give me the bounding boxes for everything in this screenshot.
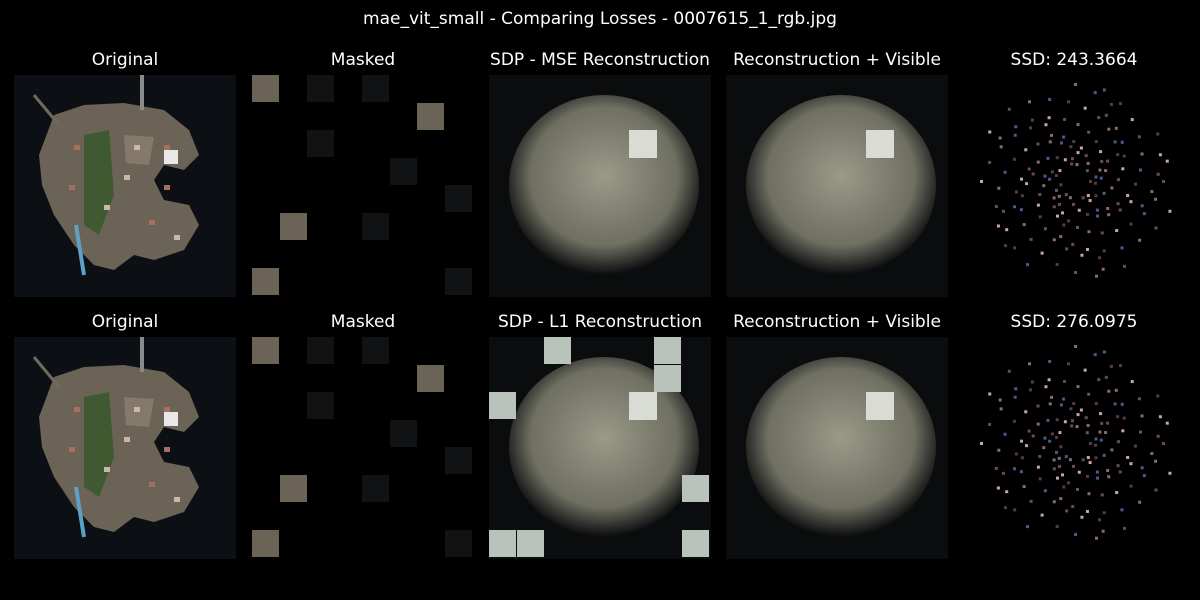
row2-original-image	[14, 337, 236, 559]
row1-ssd-title: SSD: 243.3664	[1010, 50, 1138, 70]
row1-recon-title: SDP - MSE Reconstruction	[490, 50, 710, 70]
row2-visible-image	[726, 337, 948, 559]
row1-visible-image	[726, 75, 948, 297]
row2-visible-title: Reconstruction + Visible	[733, 312, 941, 332]
row2-masked-title: Masked	[330, 312, 396, 332]
row2-original-title: Original	[91, 312, 159, 332]
row1-visible-title: Reconstruction + Visible	[733, 50, 941, 70]
row1-recon-image	[489, 75, 711, 297]
row1-original-image	[14, 75, 236, 297]
row1-original-title: Original	[91, 50, 159, 70]
row2-recon-image	[489, 337, 711, 559]
row1-ssd-image	[963, 75, 1185, 297]
row2-ssd-image	[963, 337, 1185, 559]
row2-ssd-title: SSD: 276.0975	[1010, 312, 1138, 332]
row2-recon-title: SDP - L1 Reconstruction	[498, 312, 702, 332]
row2-masked-image	[252, 337, 474, 559]
row1-masked-title: Masked	[330, 50, 396, 70]
figure-title: mae_vit_small - Comparing Losses - 00076…	[363, 9, 837, 29]
row1-masked-image	[252, 75, 474, 297]
